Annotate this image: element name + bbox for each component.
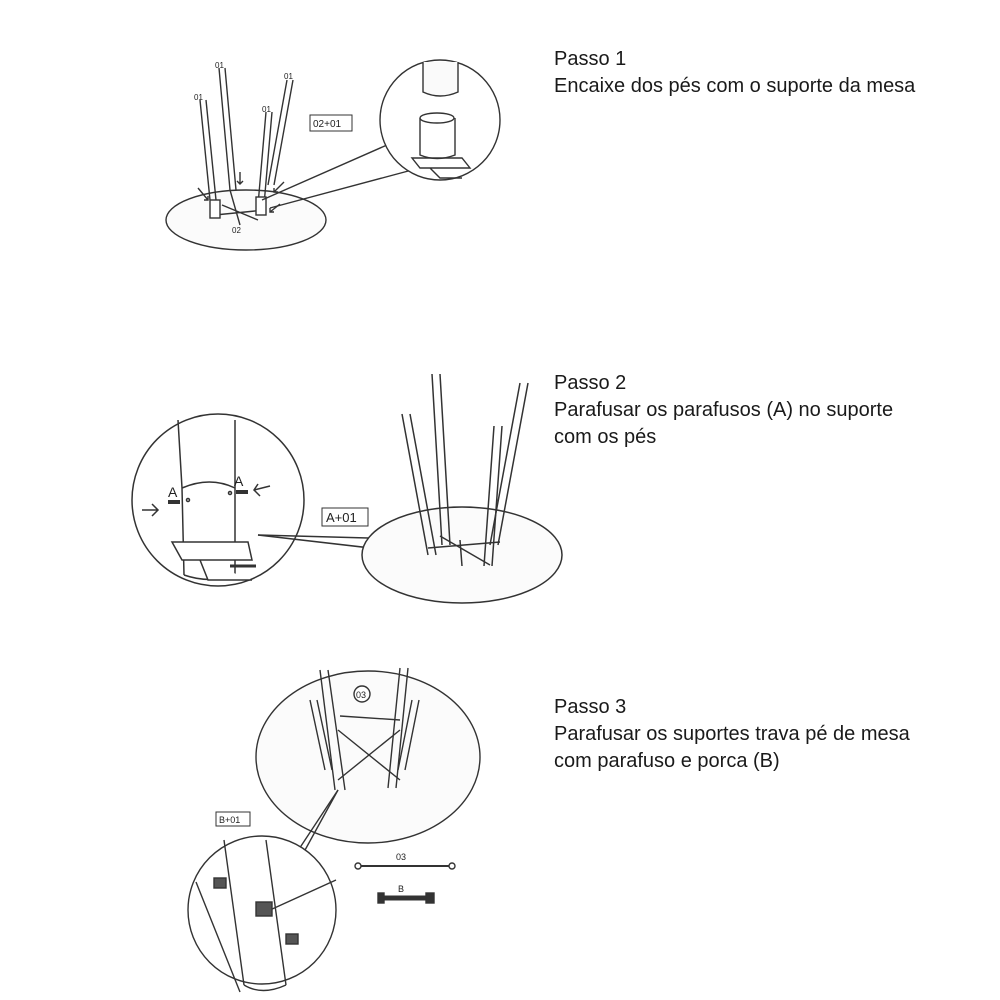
arrow-icon [273, 181, 285, 193]
leg [397, 699, 420, 771]
part-label: 02 [232, 226, 241, 235]
bracket [170, 541, 253, 581]
combo-label-box [215, 811, 251, 827]
leg [267, 79, 294, 186]
combo-label: B+01 [219, 815, 240, 825]
leg [401, 413, 437, 556]
cross-brace [337, 715, 401, 781]
part-label: 03 [356, 690, 366, 700]
leg [257, 111, 273, 206]
leg [199, 99, 217, 201]
part-label: 01 [194, 93, 203, 102]
leg-tube [223, 839, 287, 986]
part-badge [353, 685, 371, 703]
arrow-icon [253, 483, 271, 497]
part-label: 01 [284, 72, 293, 81]
step-title: Passo 3 [554, 696, 627, 718]
combo-label-box [321, 507, 369, 527]
part-label: 01 [262, 105, 271, 114]
screw-label: A [168, 484, 178, 500]
leg [431, 373, 451, 546]
leg-tube [195, 881, 241, 993]
step-description: com parafuso e porca (B) [554, 750, 780, 772]
arrow-icon [236, 172, 244, 185]
step-1-text: Passo 1 Encaixe dos pés com o suporte da… [554, 46, 915, 100]
leg [319, 669, 346, 791]
bolt-nut [213, 877, 227, 889]
bolt-nut [285, 933, 299, 945]
step-description: Parafusar os parafusos (A) no suporte [554, 399, 894, 421]
screw-label: A [234, 473, 244, 489]
bolt-nut [255, 901, 273, 917]
bracket [427, 535, 501, 567]
combo-label-box [309, 114, 353, 132]
part-label: 01 [215, 61, 224, 70]
combo-label: A+01 [326, 510, 357, 525]
step-title: Passo 2 [554, 372, 627, 394]
step-description: Encaixe dos pés com o suporte da mesa [554, 75, 916, 97]
arrow-icon [142, 503, 160, 517]
leg [218, 67, 237, 191]
step-2-text: Passo 2 Parafusar os parafusos (A) no su… [554, 370, 893, 451]
table-top [255, 670, 481, 844]
step-3-text: Passo 3 Parafusar os suportes trava pé d… [554, 694, 910, 775]
step-description: Parafusar os suportes trava pé de mesa [554, 723, 910, 745]
part-label: 03 [396, 852, 406, 862]
leg [309, 699, 333, 771]
table-top [361, 506, 563, 604]
combo-label: 02+01 [313, 119, 342, 130]
part-label: B [398, 884, 404, 894]
leg [489, 382, 529, 546]
step-description: com os pés [554, 426, 657, 448]
arrow-icon [197, 187, 209, 201]
step-title: Passo 1 [554, 48, 627, 70]
leg-tube [177, 419, 236, 489]
table-top [165, 189, 327, 251]
